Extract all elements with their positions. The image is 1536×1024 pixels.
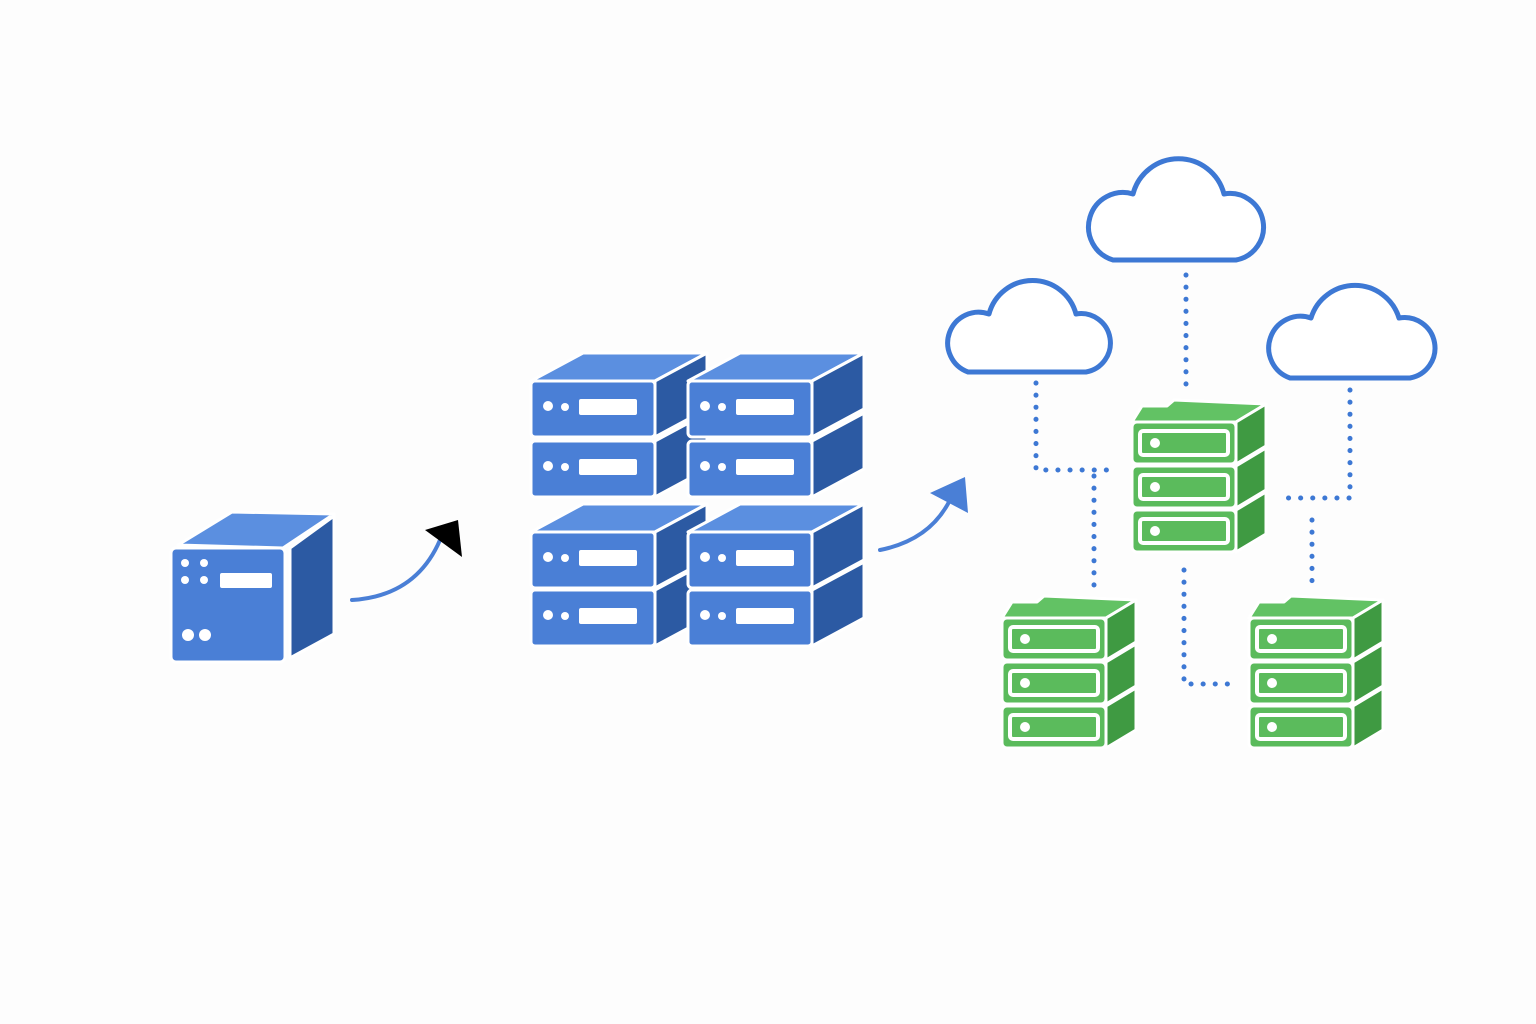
rack-server-icon	[686, 411, 866, 499]
server-led	[181, 559, 189, 567]
rack-stack	[1247, 594, 1385, 750]
connector-lines	[1033, 272, 1353, 687]
connector-line	[1181, 567, 1237, 687]
storage-unit-icon	[1130, 446, 1268, 510]
server-drive-slot	[220, 573, 272, 588]
rack-drive-slot	[579, 608, 637, 624]
storage-unit-icon	[1000, 642, 1138, 706]
unit-bay	[1255, 669, 1347, 697]
cloud-icon	[945, 278, 1113, 375]
rack-led	[718, 463, 726, 471]
server-side-face	[288, 514, 336, 660]
rack-led	[543, 401, 553, 411]
storage-unit-icon	[1130, 402, 1268, 466]
rack-led	[543, 610, 553, 620]
rack-drive-slot	[579, 550, 637, 566]
cloud-distributed	[945, 156, 1438, 750]
arrow-icon	[878, 498, 952, 552]
server-icon	[169, 510, 336, 664]
unit-bay	[1138, 429, 1230, 457]
rack-led	[561, 612, 569, 620]
unit-bay	[1008, 625, 1100, 653]
server-led	[181, 576, 189, 584]
rack-drive-slot	[579, 459, 637, 475]
rack-led	[718, 554, 726, 562]
rack-led	[700, 610, 710, 620]
rack-drive-slot	[736, 459, 794, 475]
transition-arrow-1	[350, 520, 462, 602]
rack-led	[700, 461, 710, 471]
server-power-button	[182, 629, 194, 641]
connector-line	[1033, 380, 1119, 473]
storage-unit-icon	[1130, 490, 1268, 554]
rack-led	[543, 552, 553, 562]
arrow-head-icon	[425, 520, 462, 557]
unit-bay	[1008, 669, 1100, 697]
rack-drive-slot	[736, 608, 794, 624]
rack-led	[700, 401, 710, 411]
arrow-icon	[350, 538, 442, 602]
rack-server-icon	[686, 502, 866, 590]
rack-stack	[1130, 398, 1268, 554]
server-cluster	[529, 351, 866, 648]
storage-unit-icon	[1000, 686, 1138, 750]
rack-server-icon	[529, 351, 709, 439]
connector-line	[1282, 387, 1353, 501]
unit-led	[1267, 678, 1277, 688]
storage-unit-icon	[1247, 642, 1385, 706]
unit-led	[1020, 722, 1030, 732]
rack-stacks	[1000, 398, 1385, 750]
arrow-head-icon	[930, 477, 968, 513]
server-led	[200, 576, 208, 584]
rack-server-icon	[529, 411, 709, 499]
clouds	[945, 156, 1438, 381]
unit-bay	[1138, 473, 1230, 501]
rack-led	[718, 403, 726, 411]
single-server	[169, 510, 336, 664]
cloud-icon	[1086, 156, 1267, 263]
unit-led	[1150, 438, 1160, 448]
storage-unit-icon	[1247, 686, 1385, 750]
rack-led	[543, 461, 553, 471]
rack-drive-slot	[579, 399, 637, 415]
rack-server-icon	[529, 502, 709, 590]
rack-led	[561, 403, 569, 411]
unit-bay	[1008, 713, 1100, 741]
storage-unit-icon	[1000, 598, 1138, 662]
unit-bay	[1255, 625, 1347, 653]
rack-led	[718, 612, 726, 620]
cloud-icon	[1266, 283, 1438, 381]
unit-led	[1020, 678, 1030, 688]
server-led	[200, 559, 208, 567]
rack-server-icon	[686, 560, 866, 648]
rack-led	[700, 552, 710, 562]
unit-led	[1150, 482, 1160, 492]
unit-bay	[1138, 517, 1230, 545]
rack-led	[561, 554, 569, 562]
rack-drive-slot	[736, 550, 794, 566]
server-power-button	[199, 629, 211, 641]
rack-drive-slot	[736, 399, 794, 415]
unit-led	[1020, 634, 1030, 644]
storage-unit-icon	[1247, 598, 1385, 662]
rack-server-icon	[686, 351, 866, 439]
unit-bay	[1255, 713, 1347, 741]
unit-led	[1267, 722, 1277, 732]
unit-led	[1150, 526, 1160, 536]
transition-arrow-2	[878, 477, 968, 552]
rack-stack	[1000, 594, 1138, 750]
unit-led	[1267, 634, 1277, 644]
rack-led	[561, 463, 569, 471]
